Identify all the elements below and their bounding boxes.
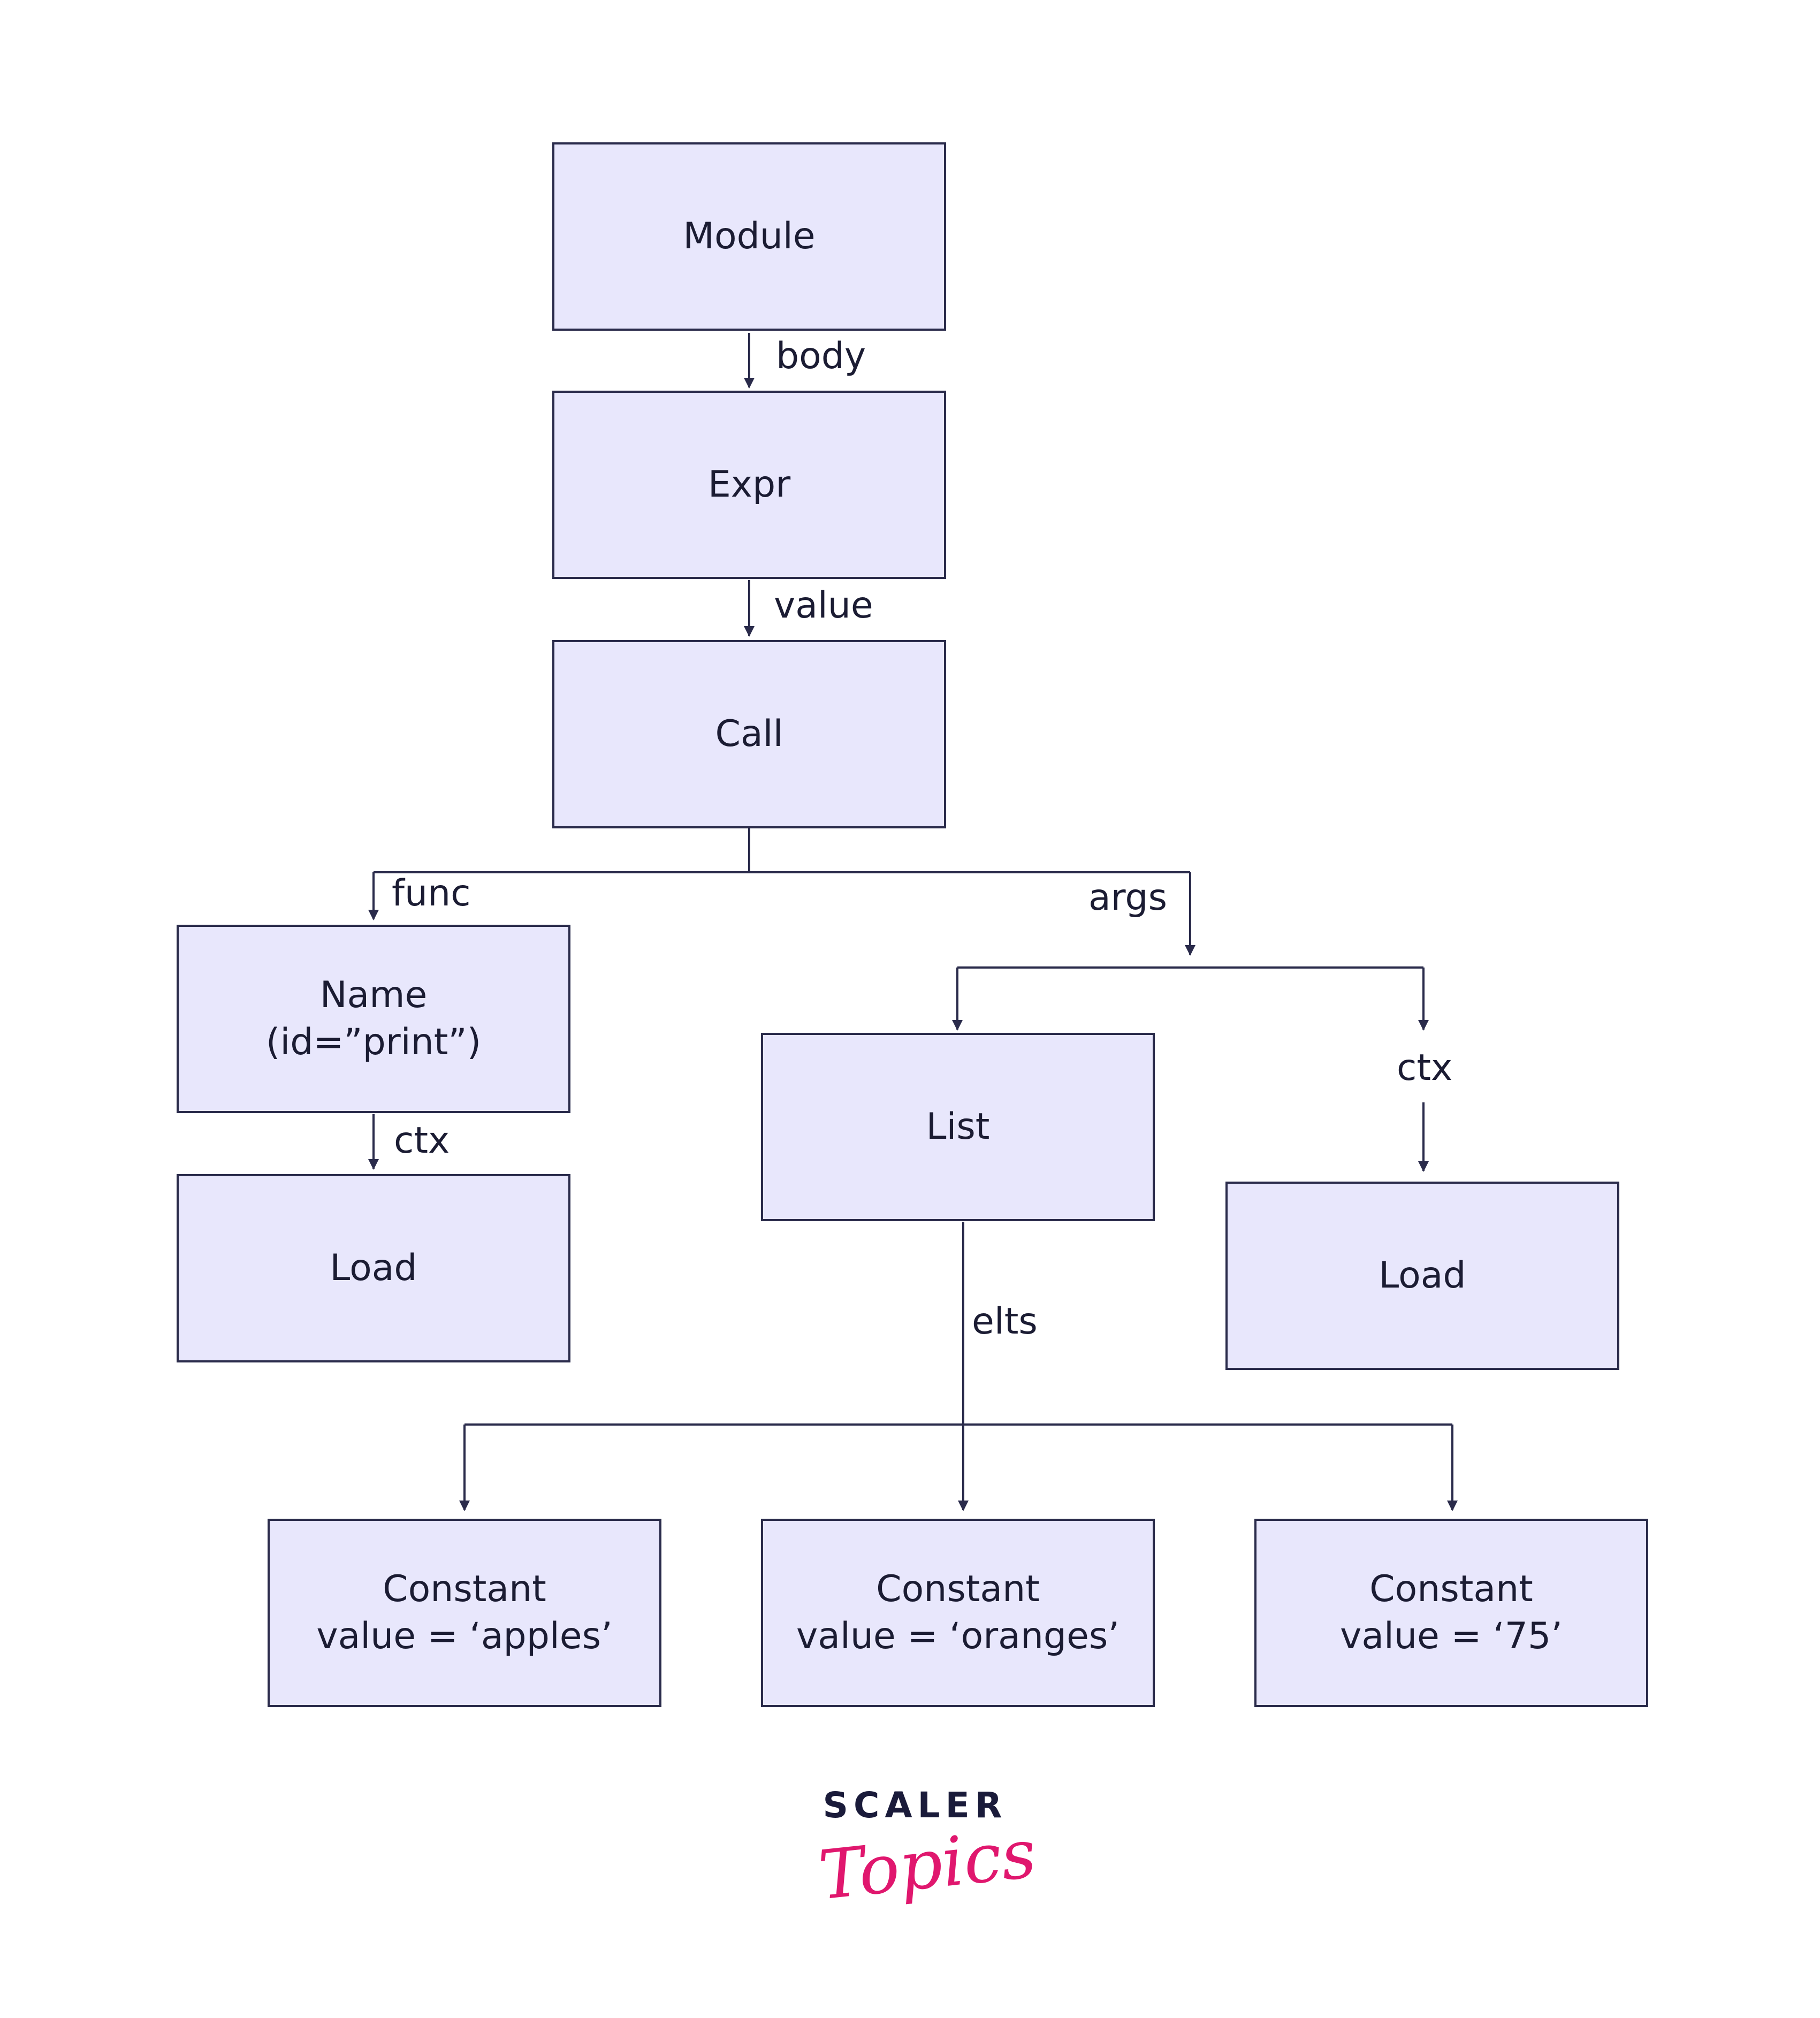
logo-wordmark-top: SCALER <box>823 1785 1008 1826</box>
node-constant-75-line1: Constant <box>1369 1567 1533 1610</box>
node-constant-apples-line1: Constant <box>383 1567 546 1610</box>
node-module-label: Module <box>683 215 816 257</box>
node-module: Module <box>552 142 946 331</box>
node-load-left: Load <box>177 1174 570 1362</box>
edge-label-ctx-left: ctx <box>394 1120 450 1162</box>
node-expr: Expr <box>552 391 946 579</box>
node-constant-75-line2: value = ‘75’ <box>1340 1615 1563 1657</box>
node-name: Name (id=”print”) <box>177 925 570 1113</box>
edge-label-body: body <box>776 335 866 377</box>
node-constant-oranges: Constant value = ‘oranges’ <box>761 1519 1155 1707</box>
edge-label-args: args <box>1088 877 1168 919</box>
node-constant-75: Constant value = ‘75’ <box>1254 1519 1648 1707</box>
edge-list-split <box>464 1222 1452 1426</box>
node-expr-label: Expr <box>707 463 791 506</box>
edge-label-value: value <box>774 584 873 627</box>
scaler-topics-logo: SCALER Topics <box>815 1785 1039 1935</box>
node-call: Call <box>552 640 946 828</box>
node-name-line1: Name <box>319 973 428 1016</box>
edge-call-split <box>374 828 1190 873</box>
edge-label-ctx-right: ctx <box>1397 1047 1453 1089</box>
node-constant-apples: Constant value = ‘apples’ <box>268 1519 661 1707</box>
node-load-left-label: Load <box>330 1246 417 1289</box>
node-name-line2: (id=”print”) <box>265 1021 482 1063</box>
node-list-label: List <box>926 1105 990 1148</box>
node-call-label: Call <box>715 712 783 755</box>
edge-label-elts: elts <box>972 1300 1038 1343</box>
node-list: List <box>761 1033 1155 1221</box>
node-constant-oranges-line1: Constant <box>876 1567 1040 1610</box>
node-constant-apples-line2: value = ‘apples’ <box>316 1615 613 1657</box>
logo-wordmark-bottom: Topics <box>815 1814 1040 1915</box>
edge-label-func: func <box>392 872 471 915</box>
node-constant-oranges-line2: value = ‘oranges’ <box>796 1615 1120 1657</box>
node-load-right: Load <box>1225 1182 1619 1370</box>
node-load-right-label: Load <box>1379 1254 1466 1297</box>
